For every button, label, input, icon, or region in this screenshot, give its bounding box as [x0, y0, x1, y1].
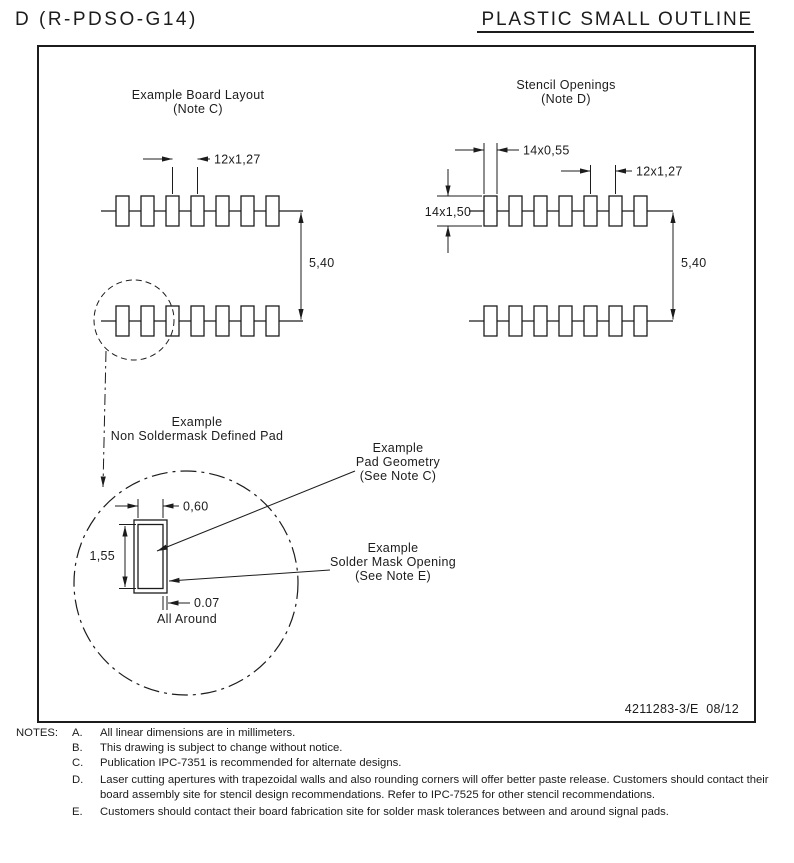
pad-geometry-label-line1: Example [373, 441, 424, 455]
stencil-title: Stencil Openings [516, 78, 615, 92]
stencil-subtitle: (Note D) [541, 92, 591, 106]
mask-offset-note: All Around [157, 612, 217, 626]
board-layout-top-pad-row [115, 195, 280, 227]
stencil-aperture-width-dimension: 14x0,55 [455, 143, 570, 194]
pad-geometry-rect [137, 523, 164, 590]
detail-view: Example Non Soldermask Defined Pad 0,60 … [73, 350, 456, 696]
board-layout-row-spacing-dimension: 5,40 [298, 212, 335, 320]
stencil-pitch-dimension: 12x1,27 [561, 165, 683, 194]
notes-list: A. All linear dimensions are in millimet… [72, 726, 784, 820]
stencil-top-pad-row [483, 195, 648, 227]
note-item-d: D. Laser cutting apertures with trapezoi… [72, 773, 784, 803]
board-layout-row-centerlines [101, 210, 303, 322]
board-layout-bottom-pad-row [115, 305, 280, 337]
solder-mask-callout: Example Solder Mask Opening (See Note E) [168, 541, 456, 583]
pad-geometry-callout: Example Pad Geometry (See Note C) [156, 441, 441, 552]
note-key: D. [72, 774, 84, 786]
note-text: This drawing is subject to change withou… [100, 742, 343, 754]
stencil-pitch-label: 12x1,27 [636, 165, 683, 179]
stencil-openings-diagram: Stencil Openings (Note D) 14x0,55 [425, 78, 707, 337]
package-code-title: D (R-PDSO-G14) [15, 9, 198, 30]
pad-geometry-label-line2: Pad Geometry [356, 455, 441, 469]
pad-height-label: 1,55 [89, 549, 115, 563]
board-layout-diagram: Example Board Layout (Note C) 12x1,27 [93, 88, 335, 361]
header-underline [477, 31, 754, 33]
stencil-bottom-pad-row [483, 305, 648, 337]
solder-mask-leader [168, 569, 331, 583]
solder-mask-label-line2: Solder Mask Opening [330, 555, 456, 569]
stencil-aperture-width-label: 14x0,55 [523, 144, 570, 158]
note-text: Laser cutting apertures with trapezoidal… [100, 774, 769, 801]
board-layout-pitch-dimension: 12x1,27 [143, 153, 261, 194]
nsmd-pad-label-line1: Example [172, 415, 223, 429]
note-item-c: C. Publication IPC-7351 is recommended f… [72, 756, 784, 771]
board-layout-row-spacing-label: 5,40 [309, 256, 335, 270]
nsmd-pad-label-line2: Non Soldermask Defined Pad [111, 429, 283, 443]
note-key: B. [72, 742, 83, 754]
mask-offset-dimension: 0.07 All Around [157, 596, 220, 626]
notes-label: NOTES: [16, 727, 59, 739]
detail-source-circle [93, 279, 175, 361]
pad-height-dimension: 1,55 [89, 524, 136, 589]
note-key: A. [72, 727, 83, 739]
stencil-row-centerlines [469, 210, 673, 322]
detail-leader-line [100, 350, 107, 488]
solder-mask-label-line1: Example [368, 541, 419, 555]
drawing-doc-number: 4211283-3/E 08/12 [625, 702, 739, 716]
technical-drawing: Example Board Layout (Note C) 12x1,27 [73, 78, 739, 716]
pad-geometry-label-line3: (See Note C) [360, 469, 437, 483]
solder-mask-label-line3: (See Note E) [355, 569, 431, 583]
note-key: E. [72, 806, 83, 818]
stencil-row-spacing-dimension: 5,40 [670, 212, 707, 320]
note-text: All linear dimensions are in millimeters… [100, 727, 296, 739]
board-layout-subtitle: (Note C) [173, 102, 223, 116]
board-layout-title: Example Board Layout [132, 88, 265, 102]
note-item-e: E. Customers should contact their board … [72, 805, 784, 820]
note-key: C. [72, 757, 84, 769]
note-text: Customers should contact their board fab… [100, 806, 669, 818]
detail-circle [73, 470, 299, 696]
stencil-row-spacing-label: 5,40 [681, 256, 707, 270]
package-type-title: PLASTIC SMALL OUTLINE [481, 9, 753, 30]
note-item-b: B. This drawing is subject to change wit… [72, 741, 784, 756]
board-layout-pitch-label: 12x1,27 [214, 153, 261, 167]
note-item-a: A. All linear dimensions are in millimet… [72, 726, 784, 741]
mask-offset-label: 0.07 [194, 596, 220, 610]
pad-width-dimension: 0,60 [115, 499, 209, 518]
drawing-frame: Example Board Layout (Note C) 12x1,27 [37, 45, 756, 723]
pad-geometry-leader [156, 470, 356, 552]
stencil-aperture-height-label: 14x1,50 [425, 205, 472, 219]
note-text: Publication IPC-7351 is recommended for … [100, 757, 402, 769]
pad-width-label: 0,60 [183, 500, 209, 514]
stencil-aperture-height-dimension: 14x1,50 [425, 169, 482, 253]
